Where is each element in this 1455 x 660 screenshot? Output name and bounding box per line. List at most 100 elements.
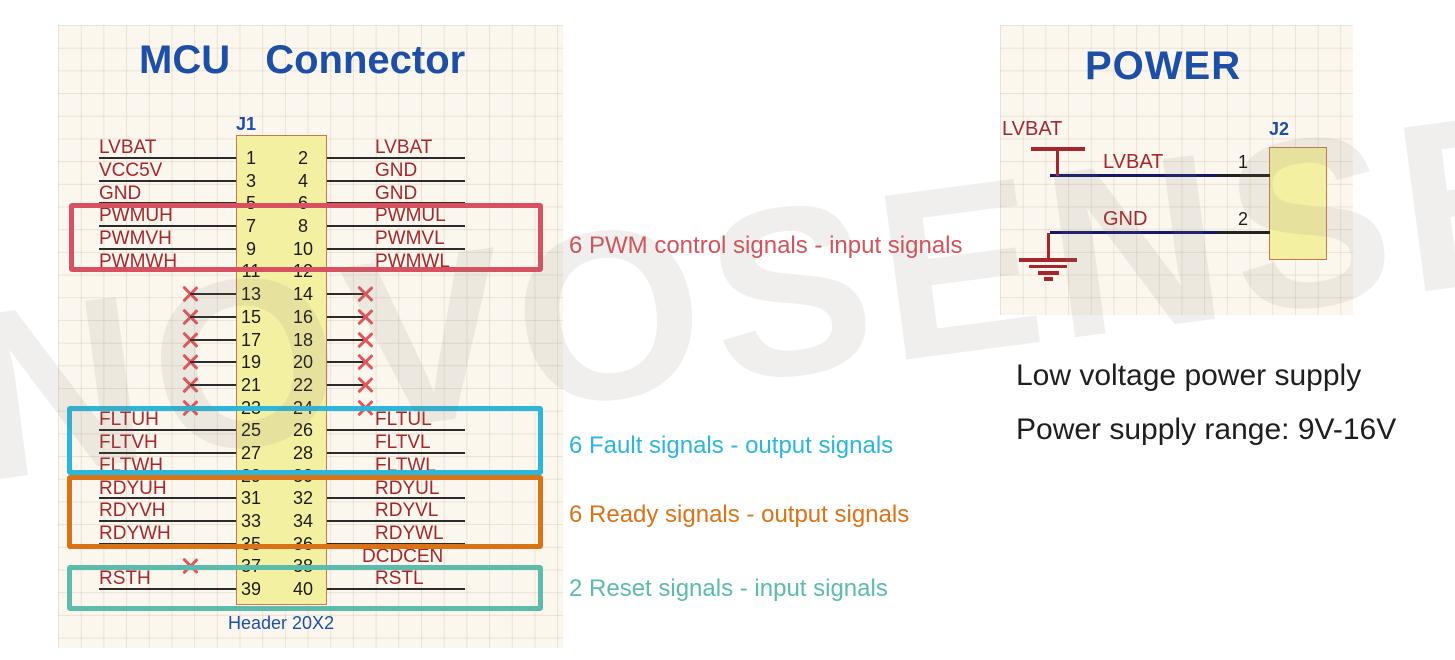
- gnd-wire: [1050, 231, 1217, 234]
- wire-left: [99, 451, 236, 454]
- pin-number: 7: [245, 216, 256, 237]
- power-port-icon: [1031, 147, 1085, 151]
- stub-right: [327, 315, 367, 318]
- note-line: Power supply range: 9V-16V: [1016, 413, 1397, 446]
- lvbat-wire: [1050, 174, 1217, 177]
- wire-right: [327, 520, 465, 522]
- wire-left: [99, 497, 236, 500]
- stub-left: [190, 383, 236, 386]
- ready-group-box: [67, 475, 543, 549]
- wire-left: [99, 157, 236, 159]
- wire-left: [99, 542, 236, 545]
- pin-row: PWMUH 7 8 PWMUL: [0, 205, 600, 238]
- pin-row: FLTVH 27 28 FLTVL: [0, 432, 600, 465]
- net-label-right: PWMVL: [375, 227, 445, 249]
- net-label-right: GND: [375, 182, 418, 204]
- wire-right: [327, 542, 465, 545]
- pin-row: FLTUH 25 26 FLTUL: [0, 409, 600, 442]
- net-label-left: PWMVH: [99, 227, 172, 249]
- pin-number: 31: [240, 488, 262, 509]
- pin-number: 1: [245, 148, 256, 168]
- pin-row-no-connect: 19 20: [0, 351, 600, 374]
- net-label-left: FLTUH: [99, 409, 159, 431]
- pin-number: 17: [240, 329, 262, 350]
- pin-number: 2: [1238, 209, 1249, 229]
- pin-number: 16: [292, 306, 314, 327]
- ready-annotation: 6 Ready signals - output signals: [569, 501, 910, 528]
- wire-left: [99, 179, 236, 182]
- stub-right: [327, 293, 367, 296]
- net-label-right: GND: [375, 159, 418, 181]
- pin-number: 10: [292, 238, 314, 259]
- pin-row: RDYVH 33 34 RDYVL: [0, 500, 600, 533]
- pin-number: 20: [292, 352, 314, 373]
- no-connect-icon: [356, 285, 374, 303]
- reset-annotation: 2 Reset signals - input signals: [569, 575, 888, 602]
- pin-number: 19: [240, 352, 262, 373]
- net-label-left: PWMUH: [99, 205, 173, 227]
- pin-number: 34: [292, 511, 314, 531]
- stub-right: [327, 383, 367, 386]
- net-label-left: FLTVH: [99, 432, 158, 454]
- pin-number: 21: [240, 374, 262, 395]
- pin-number: 22: [292, 374, 314, 395]
- pin-number: 3: [245, 170, 256, 191]
- stub-right: [327, 338, 367, 341]
- net-label-left: VCC5V: [99, 159, 163, 181]
- pin-number: 32: [292, 488, 314, 509]
- pin-number: 8: [297, 216, 308, 237]
- net-label-left: RSTH: [99, 568, 151, 590]
- pin-row-no-connect: 17 18: [0, 329, 600, 352]
- pin-number: 28: [292, 442, 314, 463]
- j2-pin2-stub: [1217, 231, 1270, 234]
- pin-number: 15: [240, 306, 262, 327]
- net-label-right: LVBAT: [375, 137, 433, 159]
- stub-left: [190, 293, 236, 296]
- wire-right: [327, 429, 465, 432]
- j1-footprint-label: Header 20X2: [228, 613, 335, 633]
- net-label-right: FLTUL: [375, 409, 432, 431]
- pin-row-no-connect: 13 14: [0, 283, 600, 306]
- pin-row: RSTH 39 40 RSTL: [0, 568, 600, 601]
- mcu-title: MCU Connector: [139, 38, 466, 82]
- j1-connector-body: [236, 135, 327, 605]
- pin-number: 14: [292, 284, 314, 305]
- wire-right: [327, 179, 465, 182]
- j2-pin1-stub: [1217, 174, 1270, 177]
- reset-group-box: [67, 565, 543, 611]
- wire-right: [327, 247, 465, 250]
- pin-number: 13: [240, 284, 262, 305]
- pwm-annotation: 6 PWM control signals - input signals: [569, 232, 963, 259]
- pin-number: 33: [240, 511, 262, 531]
- pin-number: 18: [292, 329, 314, 350]
- lvbat-power-port-label: LVBAT: [1002, 118, 1063, 140]
- pin-row: PWMVH 9 10 PWMVL: [0, 228, 600, 261]
- wire-right: [327, 497, 465, 500]
- power-port-stem: [1056, 150, 1059, 176]
- net-label-right: DCDCEN: [362, 545, 444, 567]
- net-label-right: RDYVL: [375, 500, 439, 522]
- net-label-left: RDYUH: [99, 477, 167, 499]
- pin-number: 25: [240, 420, 262, 441]
- pin-number: 39: [240, 579, 262, 600]
- pin-number: 26: [292, 420, 314, 441]
- stub-left: [190, 315, 236, 318]
- no-connect-icon: [356, 331, 374, 349]
- j1-designator: J1: [236, 114, 257, 134]
- net-label-left: RDYVH: [99, 500, 166, 522]
- net-label-left: RDYWH: [99, 522, 171, 544]
- pin-rows: LVBAT 1 2 LVBAT VCC5V 3 4 GND GND 5 6 GN…: [0, 137, 600, 601]
- net-label-right: FLTVL: [375, 432, 431, 454]
- j2-connector-body: [1269, 147, 1327, 260]
- net-label-left: GND: [99, 182, 142, 204]
- wire-left: [99, 429, 236, 432]
- pin-number: 9: [245, 238, 256, 259]
- power-title: POWER: [1085, 44, 1242, 88]
- pwm-group-box: [69, 203, 543, 272]
- wire-left: [99, 247, 236, 250]
- wire-left: [99, 588, 236, 591]
- no-connect-icon: [356, 353, 374, 371]
- note-line: Low voltage power supply: [1016, 359, 1362, 392]
- net-label-right: PWMWL: [375, 250, 450, 272]
- stub-left: [190, 338, 236, 341]
